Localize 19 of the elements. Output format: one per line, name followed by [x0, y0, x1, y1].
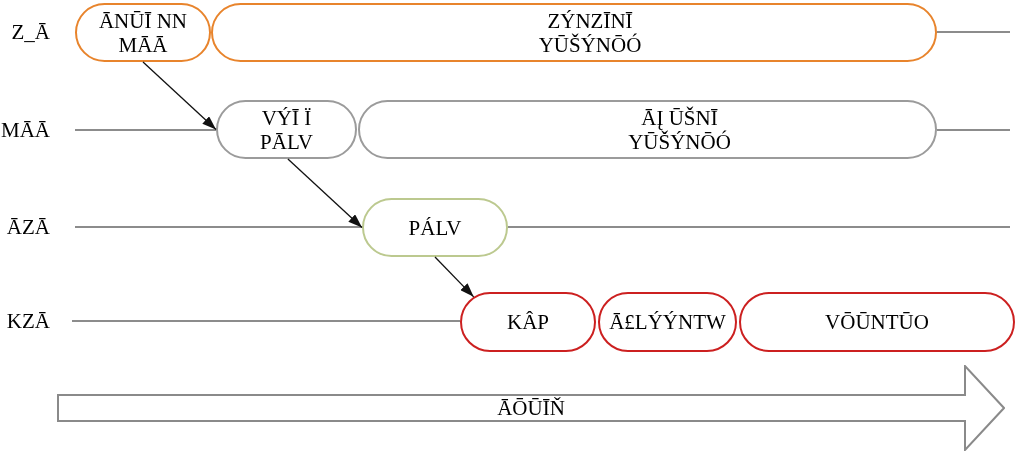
stage-pill [460, 292, 596, 352]
timeline-label: ĀŌŪĪŇ [497, 396, 565, 420]
arrow [434, 256, 475, 298]
stage-label: ĀĮ ŪŠNĪ YŪŠÝNŌÓ [627, 105, 732, 154]
stage-label: ZÝNZĪNĪ YŪŠÝNŌÓ [537, 8, 643, 57]
lane-label: MĀĀ [0, 118, 50, 142]
stage-label: PÁLV [408, 215, 462, 240]
stage-label: KÂP [507, 310, 549, 334]
stage-label: VÝĪ Ï PĀLV [259, 105, 314, 154]
arrow [287, 158, 363, 229]
lane-label: Z_Ā [10, 20, 50, 44]
stage-label: ĀNŪĪ NN MĀĀ [97, 8, 189, 57]
stage-label: VŌŪNTŪO [825, 310, 929, 334]
stage-pill [598, 292, 737, 352]
lane-label: ĀZĀ [5, 215, 50, 239]
lane-label: KZĀ [5, 309, 50, 333]
arrow [142, 61, 217, 131]
stage-label: Ā£LÝÝNTW [609, 310, 726, 334]
stage-pill [739, 292, 1015, 352]
